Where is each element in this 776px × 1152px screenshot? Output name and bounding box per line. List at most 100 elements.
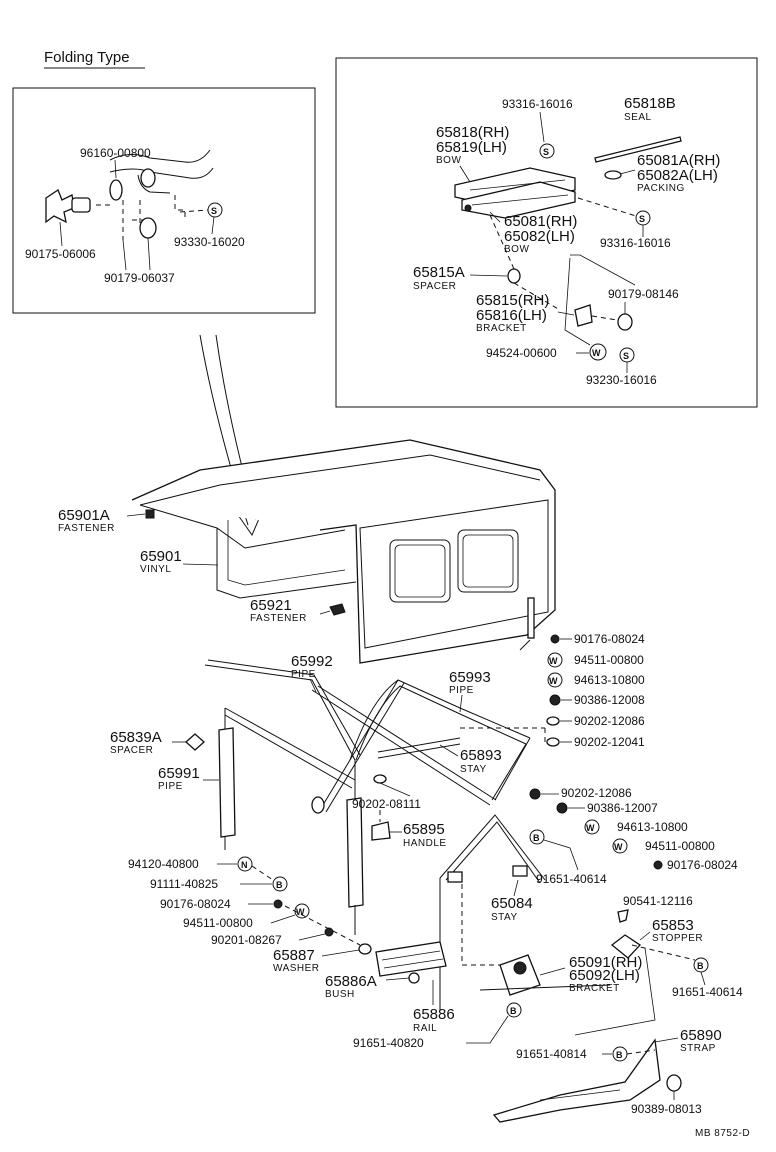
dash-bolt-line: [284, 905, 361, 946]
bow-rib-2: [471, 194, 569, 206]
w-symbol-mark: [612, 838, 628, 854]
part-label-65993: 65993: [449, 669, 491, 686]
part-label-93316-b: 93316-16016: [600, 236, 671, 250]
leader-91651a: [543, 839, 579, 871]
part-label-94524: 94524-00600: [486, 346, 557, 360]
w-symbol: W: [592, 348, 601, 358]
washer-ring: [109, 179, 123, 201]
leader-90179a-2: [147, 237, 151, 271]
s-symbol: S: [623, 351, 629, 361]
leader-96160: [114, 159, 117, 179]
part-label-65816: 65816(LH): [476, 307, 547, 324]
leader-65081: [489, 211, 501, 223]
rear-window-right: [457, 529, 519, 593]
part-label-94613-a: 94613-10800: [574, 673, 645, 687]
nut-part: [139, 217, 157, 239]
part-label-93316-a: 93316-16016: [502, 97, 573, 111]
leader-65901a: [126, 513, 146, 517]
part-label-91651-d: 91651-40814: [516, 1047, 587, 1061]
stay-65893-2: [377, 743, 461, 759]
part-sub-pipe: PIPE: [291, 669, 316, 680]
leader-93316a: [539, 111, 545, 143]
pipe-65991-sleeve: [218, 727, 236, 838]
leader-90201: [298, 933, 326, 941]
part-label-96160: 96160-00800: [80, 146, 151, 160]
pipe-65992: [207, 659, 361, 756]
part-label-90176-b: 90176-08024: [667, 858, 738, 872]
leader-65853: [639, 931, 651, 941]
leader-90179b: [570, 254, 636, 286]
detail-box-wingnut: [12, 87, 316, 314]
dash-stopper: [631, 944, 696, 961]
part-label-90541: 90541-12116: [623, 894, 693, 908]
part-label-65921: 65921: [250, 597, 292, 614]
leader-65921: [319, 610, 331, 615]
part-label-65853: 65853: [652, 917, 694, 934]
part-label-65082: 65082(LH): [504, 228, 575, 245]
guide-dash: [174, 195, 186, 218]
part-sub-pipe-3: PIPE: [158, 781, 183, 792]
part-label-65818b: 65818B: [624, 95, 676, 112]
part-label-90202-a: 90202-12086: [574, 714, 645, 728]
n-symbol-mark: [237, 856, 253, 872]
rear-window-right-inner: [462, 534, 514, 588]
leader-91651c: [466, 1015, 509, 1044]
w-symbol: W: [549, 656, 558, 666]
leader-65890: [654, 1037, 679, 1043]
b-symbol-mark: [529, 829, 545, 845]
part-sub-vinyl: VINYL: [140, 564, 171, 575]
dash-s-1: [179, 209, 209, 213]
part-label-90202-d: 90202-12086: [561, 786, 632, 800]
part-label-91111: 91111-40825: [150, 877, 218, 891]
part-sub-bush: BUSH: [325, 989, 355, 1000]
part-label-94511-a: 94511-00800: [574, 653, 644, 667]
pipe-sleeve-2: [346, 797, 364, 908]
w-symbol-mark: [547, 672, 563, 688]
roof-seam: [139, 454, 541, 506]
part-label-90179-06037: 90179-06037: [104, 271, 175, 285]
n-symbol: N: [241, 860, 248, 870]
s-symbol-mark: [539, 143, 555, 159]
w-symbol-mark: [584, 819, 600, 835]
screw-90541: [617, 909, 629, 923]
leader-65886a: [385, 977, 410, 981]
stay-cross-2: [445, 821, 541, 884]
w-symbol-mark: [589, 343, 607, 361]
bushing-90202-b: [546, 737, 560, 747]
part-label-65890: 65890: [680, 1027, 722, 1044]
s-symbol: S: [639, 214, 645, 224]
leader-93330: [211, 216, 215, 235]
b-symbol: B: [276, 880, 283, 890]
bracket-part: [574, 304, 593, 327]
floor-line: [479, 984, 611, 991]
s-symbol: S: [211, 206, 217, 216]
part-label-65991: 65991: [158, 765, 200, 782]
leader-65893: [439, 744, 459, 757]
vinyl-top-roof: [131, 439, 556, 664]
bow-rib: [469, 179, 566, 191]
wing-nut-shaft: [71, 197, 91, 213]
pipe-65992-lower: [311, 689, 491, 806]
part-sub-fastener-2: FASTENER: [250, 613, 307, 624]
part-label-65886: 65886: [413, 1006, 455, 1023]
part-label-65901: 65901: [140, 548, 182, 565]
part-label-65819: 65819(LH): [436, 139, 507, 156]
part-label-93330: 93330-16020: [174, 235, 245, 249]
detail-box-bow: [335, 57, 758, 408]
leader-bracket-group: [564, 257, 591, 346]
rail-65886: [375, 941, 447, 977]
rear-panel: [359, 499, 549, 649]
bracket-pivot: [513, 961, 527, 975]
packing-part: [604, 170, 622, 180]
part-sub-seal: SEAL: [624, 112, 652, 123]
part-label-93230: 93230-16016: [586, 373, 657, 387]
hinge-curve: [137, 174, 171, 194]
part-label-65082a: 65082A(LH): [637, 167, 718, 184]
rail-rib: [381, 950, 441, 961]
pipe-inner: [319, 679, 399, 811]
w-symbol: W: [296, 907, 305, 917]
nut-90202-d: [529, 788, 541, 800]
nut-90179: [617, 313, 633, 331]
w-symbol: W: [549, 676, 558, 686]
